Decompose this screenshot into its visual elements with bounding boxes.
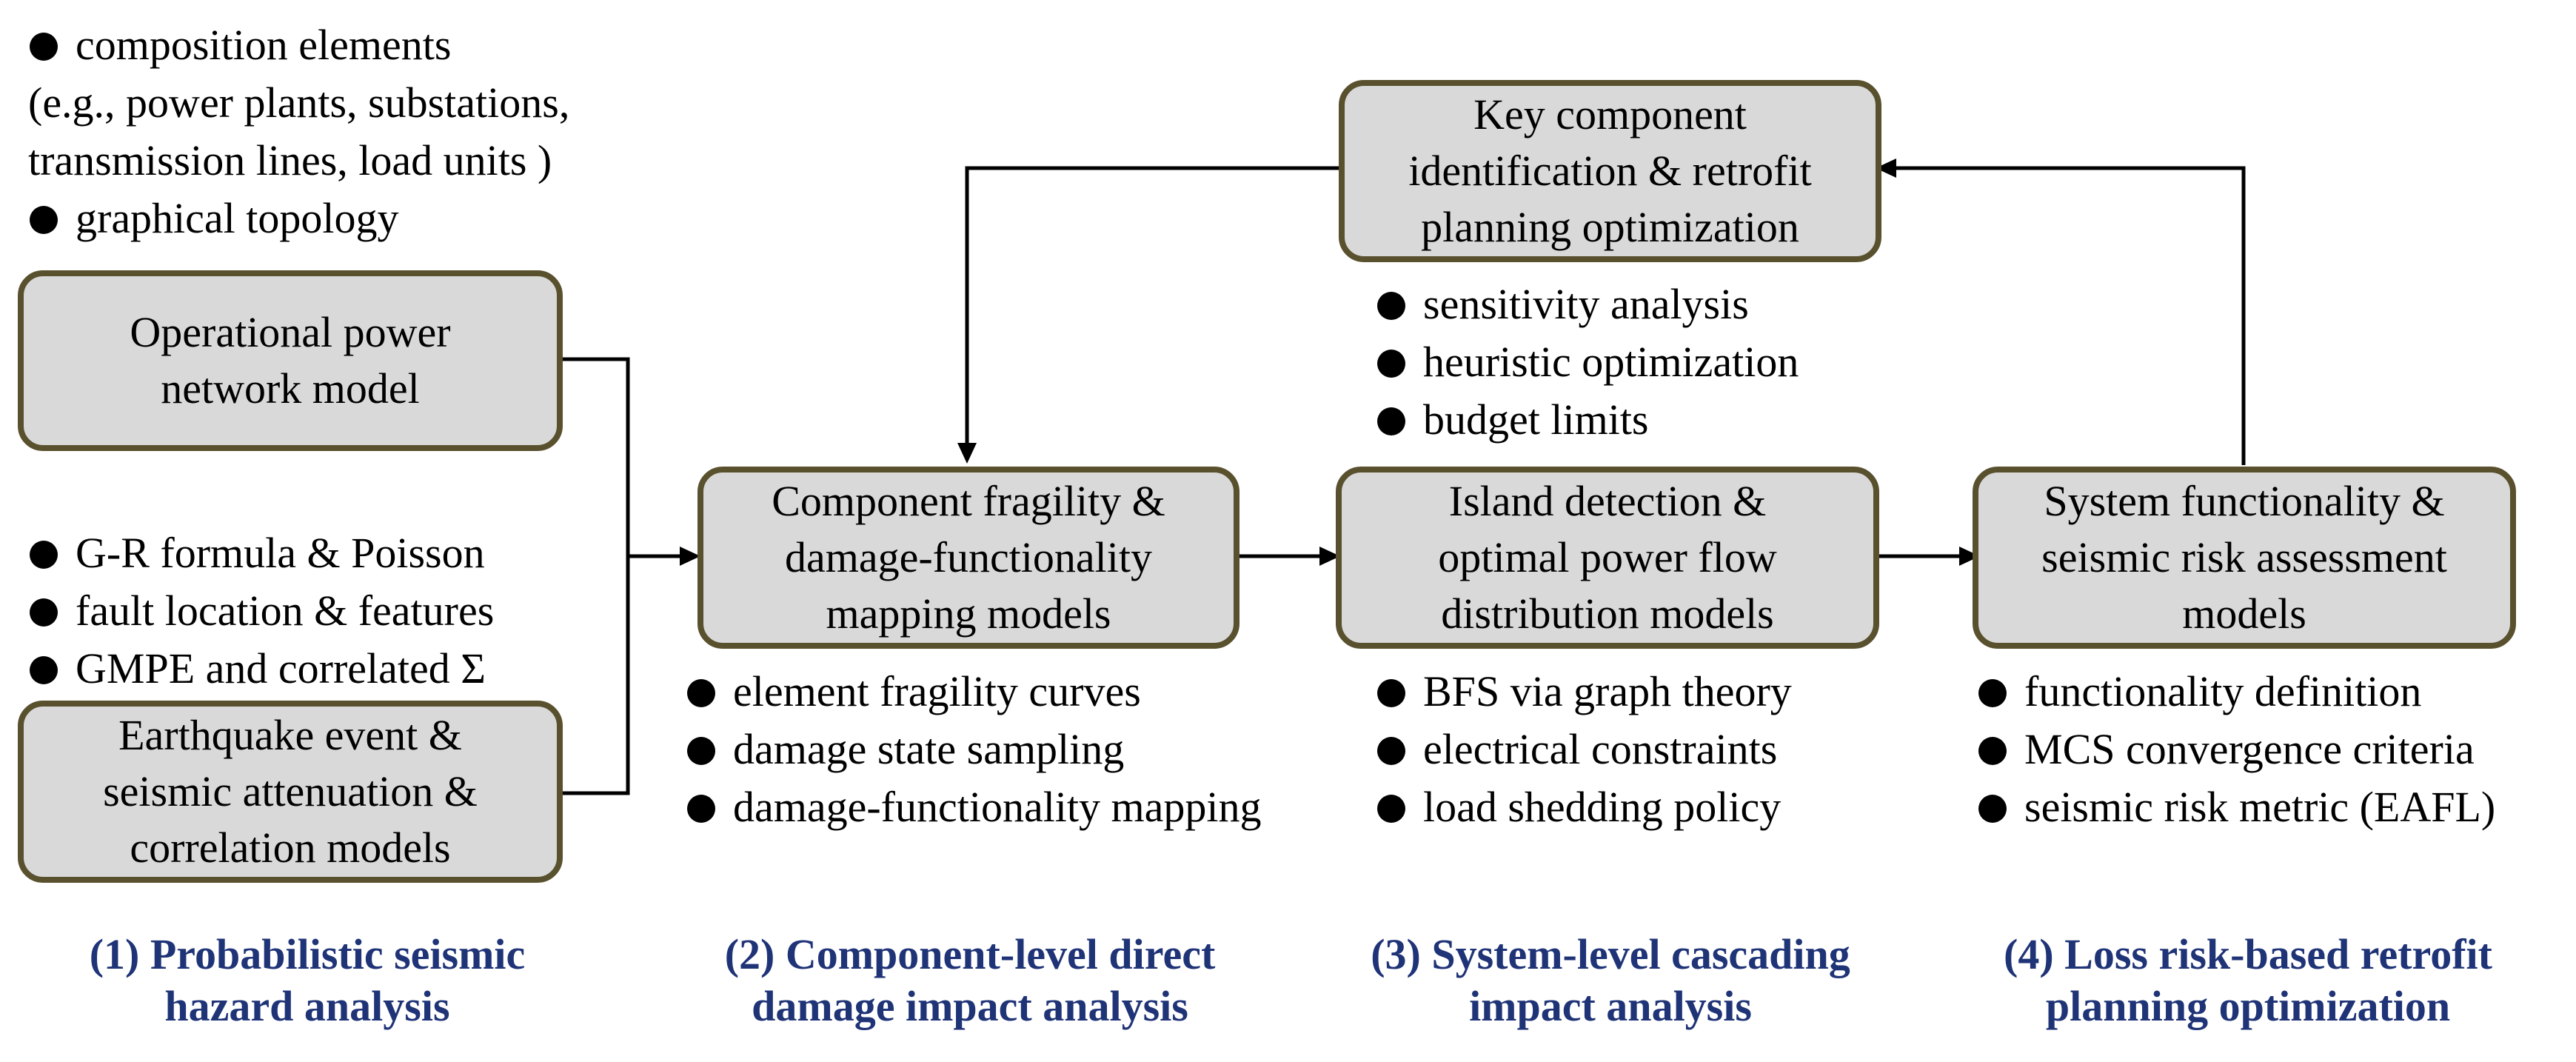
- bullet-icon: [30, 541, 58, 569]
- earthquake-model-box: Earthquake event & seismic attenuation &…: [18, 701, 563, 883]
- box-line: Operational power: [130, 308, 451, 356]
- network-input-notes: composition elements: [30, 16, 451, 74]
- bullet-icon: [1377, 407, 1405, 435]
- bullet-icon: [1377, 292, 1405, 320]
- earthquake-note-item: GMPE and correlated Σ: [30, 640, 494, 698]
- stage-caption-3: (3) System-level cascading impact analys…: [1318, 929, 1903, 1032]
- box-line: correlation models: [130, 824, 451, 872]
- system-note-item: seismic risk metric (EAFL): [1978, 778, 2495, 836]
- key-note-item: heuristic optimization: [1377, 333, 1799, 391]
- box-line: network model: [161, 364, 420, 413]
- stage-line: hazard analysis: [164, 982, 450, 1030]
- bullet-icon: [687, 737, 715, 765]
- island-note-item: electrical constraints: [1377, 721, 1792, 778]
- system-note-item: MCS convergence criteria: [1978, 721, 2495, 778]
- bullet-icon: [30, 33, 58, 61]
- bullet-icon: [1978, 795, 2007, 823]
- box-line: models: [2182, 590, 2306, 638]
- system-to-key-arrow: [1884, 166, 2246, 465]
- network-to-merge-line: [561, 357, 630, 795]
- bullet-icon: [1377, 737, 1405, 765]
- box-line: seismic risk assessment: [2041, 533, 2447, 581]
- island-note-item: BFS via graph theory: [1377, 663, 1792, 721]
- bullet-icon: [30, 206, 58, 234]
- box-line: optimal power flow: [1438, 533, 1777, 581]
- earthquake-input-notes: G-R formula & Poisson fault location & f…: [30, 524, 494, 698]
- network-input-notes-2: graphical topology: [30, 190, 399, 247]
- stage-line: planning optimization: [2045, 982, 2451, 1030]
- bullet-icon: [30, 598, 58, 627]
- box-line: Key component: [1473, 90, 1747, 138]
- arrowhead-system: [1959, 547, 1980, 566]
- bullet-icon: [687, 679, 715, 707]
- box-line: Component fragility &: [772, 477, 1165, 525]
- box-line: mapping models: [826, 590, 1111, 638]
- earthquake-note-item: fault location & features: [30, 582, 494, 640]
- system-note-item: functionality definition: [1978, 663, 2495, 721]
- stage-caption-2: (2) Component-level direct damage impact…: [674, 929, 1266, 1032]
- fragility-note-item: element fragility curves: [687, 663, 1262, 721]
- bullet-icon: [1377, 795, 1405, 823]
- system-model-box: System functionality & seismic risk asse…: [1973, 467, 2516, 649]
- arrowhead-key-component: [1876, 158, 1896, 178]
- stage-line: (4) Loss risk-based retrofit: [2004, 930, 2492, 978]
- bullet-icon: [1978, 679, 2007, 707]
- key-component-notes: sensitivity analysis heuristic optimizat…: [1377, 275, 1799, 449]
- key-to-fragility-arrow: [965, 166, 1342, 455]
- fragility-note-item: damage state sampling: [687, 721, 1262, 778]
- network-note-detail-2: transmission lines, load units ): [28, 136, 552, 184]
- box-line: seismic attenuation &: [103, 767, 478, 815]
- system-notes: functionality definition MCS convergence…: [1978, 663, 2495, 836]
- stage-line: (2) Component-level direct: [724, 930, 1216, 978]
- box-line: distribution models: [1441, 590, 1774, 638]
- stage-line: (1) Probabilistic seismic: [89, 930, 526, 978]
- fragility-model-box: Component fragility & damage-functionali…: [697, 467, 1240, 649]
- network-model-box: Operational power network model: [18, 270, 563, 451]
- network-note-detail-1: (e.g., power plants, substations,: [28, 79, 570, 127]
- island-notes: BFS via graph theory electrical constrai…: [1377, 663, 1792, 836]
- box-line: Island detection &: [1448, 477, 1767, 525]
- earthquake-note-item: G-R formula & Poisson: [30, 524, 494, 582]
- fragility-notes: element fragility curves damage state sa…: [687, 663, 1262, 836]
- key-note-item: budget limits: [1377, 391, 1799, 449]
- arrowhead-fragility: [680, 547, 700, 566]
- stage-caption-4: (4) Loss risk-based retrofit planning op…: [1952, 929, 2544, 1032]
- arrowhead-fragility-top: [957, 443, 977, 464]
- box-line: Earthquake event &: [118, 711, 462, 759]
- fragility-note-item: damage-functionality mapping: [687, 778, 1262, 836]
- bullet-icon: [687, 795, 715, 823]
- arrowhead-island: [1319, 547, 1340, 566]
- bullet-icon: [30, 656, 58, 684]
- network-note-item: graphical topology: [30, 190, 399, 247]
- key-component-box: Key component identification & retrofit …: [1339, 80, 1881, 262]
- island-model-box: Island detection & optimal power flow di…: [1336, 467, 1879, 649]
- bullet-icon: [1377, 350, 1405, 378]
- stage-caption-1: (1) Probabilistic seismic hazard analysi…: [15, 929, 600, 1032]
- box-line: damage-functionality: [784, 533, 1152, 581]
- bullet-icon: [1978, 737, 2007, 765]
- key-note-item: sensitivity analysis: [1377, 275, 1799, 333]
- box-line: identification & retrofit: [1408, 147, 1812, 195]
- box-line: System functionality &: [2044, 477, 2445, 525]
- stage-line: impact analysis: [1469, 982, 1752, 1030]
- network-note-item: composition elements: [30, 16, 451, 74]
- stage-line: (3) System-level cascading: [1371, 930, 1850, 978]
- box-line: planning optimization: [1421, 203, 1799, 251]
- stage-line: damage impact analysis: [752, 982, 1188, 1030]
- bullet-icon: [1377, 679, 1405, 707]
- island-note-item: load shedding policy: [1377, 778, 1792, 836]
